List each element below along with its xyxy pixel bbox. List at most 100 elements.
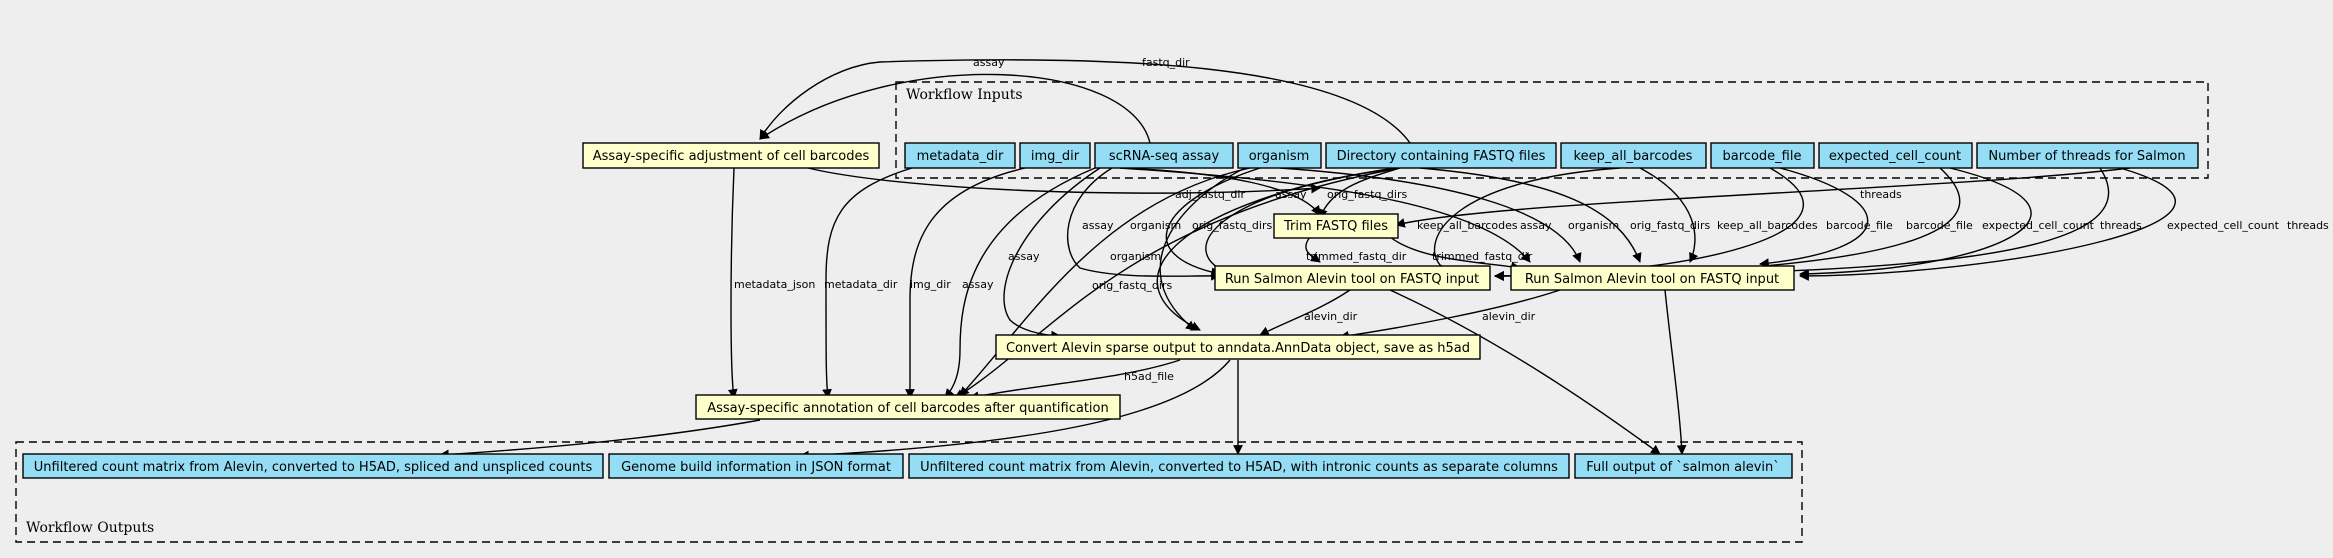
edge-fastqdir-s2 xyxy=(1419,167,1642,263)
edge-assay-annotate xyxy=(944,167,1096,399)
edge-label-assay-top: assay xyxy=(973,56,1005,69)
edge-label-barcode-file-s2: barcode_file xyxy=(1906,219,1973,232)
node-expected-cell-count-label: expected_cell_count xyxy=(1829,149,1961,164)
edge-s2-convert xyxy=(1339,289,1561,341)
node-adjust-barcodes[interactable]: Assay-specific adjustment of cell barcod… xyxy=(582,142,880,169)
node-out-intronic-label: Unfiltered count matrix from Alevin, con… xyxy=(920,460,1558,475)
edge-assay-s2 xyxy=(1119,167,1531,263)
edge-label-fastq-dir-top: fastq_dir xyxy=(1142,56,1190,69)
edge-adjust-annotate xyxy=(727,167,738,399)
edge-s1-out-full xyxy=(1389,289,1661,455)
edge-fastqdir-adjust xyxy=(759,59,1411,144)
edge-label-threads-trim: threads xyxy=(1860,188,1902,201)
edge-label-assay-s1: assay xyxy=(1082,219,1114,232)
node-out-spliced[interactable]: Unfiltered count matrix from Alevin, con… xyxy=(22,453,604,479)
node-expected-cell-count[interactable]: expected_cell_count xyxy=(1818,142,1973,169)
edge-label-alevin-dir-1: alevin_dir xyxy=(1304,310,1358,323)
edge-s1-convert xyxy=(1259,289,1351,336)
node-fastq-dir[interactable]: Directory containing FASTQ files xyxy=(1325,142,1557,169)
node-fastq-dir-label: Directory containing FASTQ files xyxy=(1337,149,1546,164)
edge-labels: assay fastq_dir adj_fastq_dir assay orig… xyxy=(734,56,2329,383)
edge-label-barcode-file-s1: barcode_file xyxy=(1826,219,1893,232)
edge-adjust-trim xyxy=(807,167,1321,194)
node-organism[interactable]: organism xyxy=(1237,142,1322,169)
edge-label-orig-fastq-dirs-s2: orig_fastq_dirs xyxy=(1630,219,1710,232)
edge-fastqdir-annotate xyxy=(954,167,1401,399)
node-trim-fastq[interactable]: Trim FASTQ files xyxy=(1273,213,1399,239)
node-metadata-dir[interactable]: metadata_dir xyxy=(904,142,1016,169)
edge-trim-s1 xyxy=(1305,236,1321,263)
edge-assay-convert xyxy=(1003,167,1101,341)
edge-fastqdir-convert xyxy=(1156,167,1396,331)
edge-assay-adjust xyxy=(759,73,1151,144)
node-out-intronic[interactable]: Unfiltered count matrix from Alevin, con… xyxy=(908,453,1570,479)
edge-label-assay-trim: assay xyxy=(1275,188,1307,201)
edge-organism-s1 xyxy=(1165,167,1261,277)
edge-threads-s2 xyxy=(1799,167,2176,281)
edge-label-alevin-dir-2: alevin_dir xyxy=(1482,310,1536,323)
edge-s2-out-full xyxy=(1664,289,1687,455)
edge-label-metadata-dir: metadata_dir xyxy=(824,278,898,291)
node-metadata-dir-label: metadata_dir xyxy=(917,149,1004,164)
node-scrna-assay[interactable]: scRNA-seq assay xyxy=(1094,142,1234,169)
edge-label-adj-fastq-dir: adj_fastq_dir xyxy=(1175,188,1245,201)
edge-barcode-s2 xyxy=(1759,167,1869,268)
edge-label-organism-s1: organism xyxy=(1130,219,1181,232)
node-barcode-file-label: barcode_file xyxy=(1723,149,1802,164)
node-convert-label: Convert Alevin sparse output to anndata.… xyxy=(1006,341,1470,356)
node-img-dir-label: img_dir xyxy=(1031,149,1080,164)
node-threads-label: Number of threads for Salmon xyxy=(1988,149,2185,164)
node-salmon-2[interactable]: Run Salmon Alevin tool on FASTQ input xyxy=(1510,265,1795,291)
edge-label-assay-conv: assay xyxy=(1008,250,1040,263)
edge-threads-trim xyxy=(1395,167,2131,228)
edge-organism-annotate xyxy=(959,167,1251,397)
edge-keepall-s2 xyxy=(1639,167,1699,263)
edge-annotate-out-spliced xyxy=(439,419,761,460)
edge-label-trimmed-fastq-dir-2: trimmed_fastq_dir xyxy=(1432,250,1533,263)
edge-convert-annotate xyxy=(969,359,1181,401)
edge-label-expected-cell-count-s1: expected_cell_count xyxy=(1982,219,2095,232)
edge-label-assay-s2: assay xyxy=(1520,219,1552,232)
edge-label-metadata-json: metadata_json xyxy=(734,278,815,291)
edge-label-assay-annot: assay xyxy=(962,278,994,291)
edge-fastqdir-trim xyxy=(1318,167,1401,219)
input-nodes: metadata_dir img_dir scRNA-seq assay org… xyxy=(904,142,2199,169)
edge-expected-s2 xyxy=(1799,167,2032,279)
edge-organism-s2 xyxy=(1279,167,1582,263)
node-threads[interactable]: Number of threads for Salmon xyxy=(1976,142,2199,169)
edge-organism-convert xyxy=(1159,167,1246,331)
workflow-inputs-label: Workflow Inputs xyxy=(906,87,1023,103)
edge-metadatadir-annotate xyxy=(822,167,913,399)
node-img-dir[interactable]: img_dir xyxy=(1019,142,1091,169)
edge-label-orig-fastq-dirs-conv: orig_fastq_dirs xyxy=(1092,279,1172,292)
node-annotate[interactable]: Assay-specific annotation of cell barcod… xyxy=(695,394,1121,420)
edge-label-keep-all-barcodes-s2: keep_all_barcodes xyxy=(1717,219,1818,232)
edge-label-keep-all-barcodes-s1: keep_all_barcodes xyxy=(1417,219,1518,232)
edge-label-organism-conv: organism xyxy=(1110,250,1161,263)
edge-convert-out-genome xyxy=(799,359,1231,461)
workflow-outputs-cluster: Workflow Outputs xyxy=(15,441,1803,543)
node-keep-all-barcodes[interactable]: keep_all_barcodes xyxy=(1560,142,1707,169)
node-salmon-2-label: Run Salmon Alevin tool on FASTQ input xyxy=(1525,272,1779,287)
edge-label-h5ad-file: h5ad_file xyxy=(1124,370,1174,383)
node-out-full-label: Full output of `salmon alevin` xyxy=(1586,460,1780,475)
edge-label-expected-cell-count-s2: expected_cell_count xyxy=(2167,219,2280,232)
node-barcode-file[interactable]: barcode_file xyxy=(1710,142,1815,169)
node-annotate-label: Assay-specific annotation of cell barcod… xyxy=(707,401,1109,416)
node-convert[interactable]: Convert Alevin sparse output to anndata.… xyxy=(995,334,1481,360)
edge-label-threads-s1: threads xyxy=(2100,219,2142,232)
node-organism-label: organism xyxy=(1249,149,1310,164)
node-trim-fastq-label: Trim FASTQ files xyxy=(1283,219,1388,234)
workflow-inputs-cluster: Workflow Inputs xyxy=(895,81,2209,179)
edge-label-trimmed-fastq-dir-1: trimmed_fastq_dir xyxy=(1306,250,1407,263)
node-out-full[interactable]: Full output of `salmon alevin` xyxy=(1574,453,1793,479)
node-adjust-barcodes-label: Assay-specific adjustment of cell barcod… xyxy=(593,149,870,164)
edge-label-img-dir: img_dir xyxy=(910,278,951,291)
node-keep-all-barcodes-label: keep_all_barcodes xyxy=(1574,149,1693,164)
node-salmon-1[interactable]: Run Salmon Alevin tool on FASTQ input xyxy=(1214,265,1491,291)
edge-label-orig-fastq-dirs-trim: orig_fastq_dirs xyxy=(1327,188,1407,201)
edge-label-orig-fastq-dirs-s1: orig_fastq_dirs xyxy=(1192,219,1272,232)
node-scrna-assay-label: scRNA-seq assay xyxy=(1109,149,1220,164)
node-out-genome[interactable]: Genome build information in JSON format xyxy=(608,453,904,479)
step-nodes: Assay-specific adjustment of cell barcod… xyxy=(582,142,1795,420)
